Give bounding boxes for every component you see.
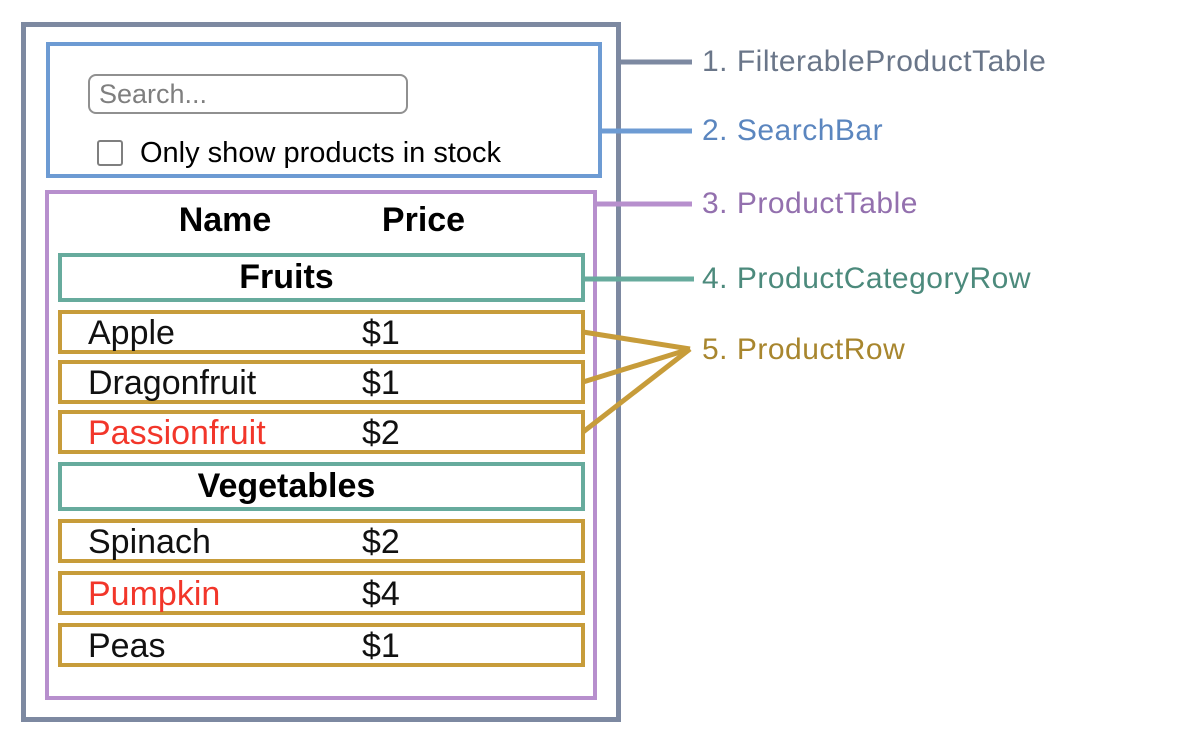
legend-product-category-row: 4. ProductCategoryRow [702,262,1031,295]
product-name: Dragonfruit [88,364,257,402]
product-price: $4 [362,575,400,613]
product-name: Passionfruit [88,414,266,452]
product-name: Apple [88,314,175,352]
product-row-apple: Apple $1 [58,310,585,354]
category-label: Fruits [239,258,334,296]
in-stock-checkbox[interactable] [97,140,123,166]
product-row-peas: Peas $1 [58,623,585,667]
legend-product-table: 3. ProductTable [702,187,918,220]
product-row-dragonfruit: Dragonfruit $1 [58,360,585,404]
product-name: Pumpkin [88,575,221,613]
stock-filter-row: Only show products in stock [97,136,502,169]
table-header-row: Name Price [88,200,485,240]
product-price: $1 [362,627,400,665]
column-header-price: Price [381,200,466,239]
category-label: Vegetables [197,467,376,505]
product-price: $2 [362,414,400,452]
product-name: Peas [88,627,166,665]
in-stock-checkbox-label: Only show products in stock [140,136,502,169]
product-row-spinach: Spinach $2 [58,519,585,563]
product-price: $1 [362,364,400,402]
product-row-passionfruit: Passionfruit $2 [58,410,585,454]
legend-search-bar: 2. SearchBar [702,114,884,147]
product-category-row-fruits: Fruits [58,253,585,302]
product-category-row-vegetables: Vegetables [58,462,585,511]
product-price: $1 [362,314,400,352]
product-row-pumpkin: Pumpkin $4 [58,571,585,615]
product-price: $2 [362,523,400,561]
column-header-name: Name [178,200,272,239]
product-name: Spinach [88,523,211,561]
legend-product-row: 5. ProductRow [702,333,906,366]
search-input[interactable] [88,74,408,114]
legend-filterable-product-table: 1. FilterableProductTable [702,45,1047,78]
